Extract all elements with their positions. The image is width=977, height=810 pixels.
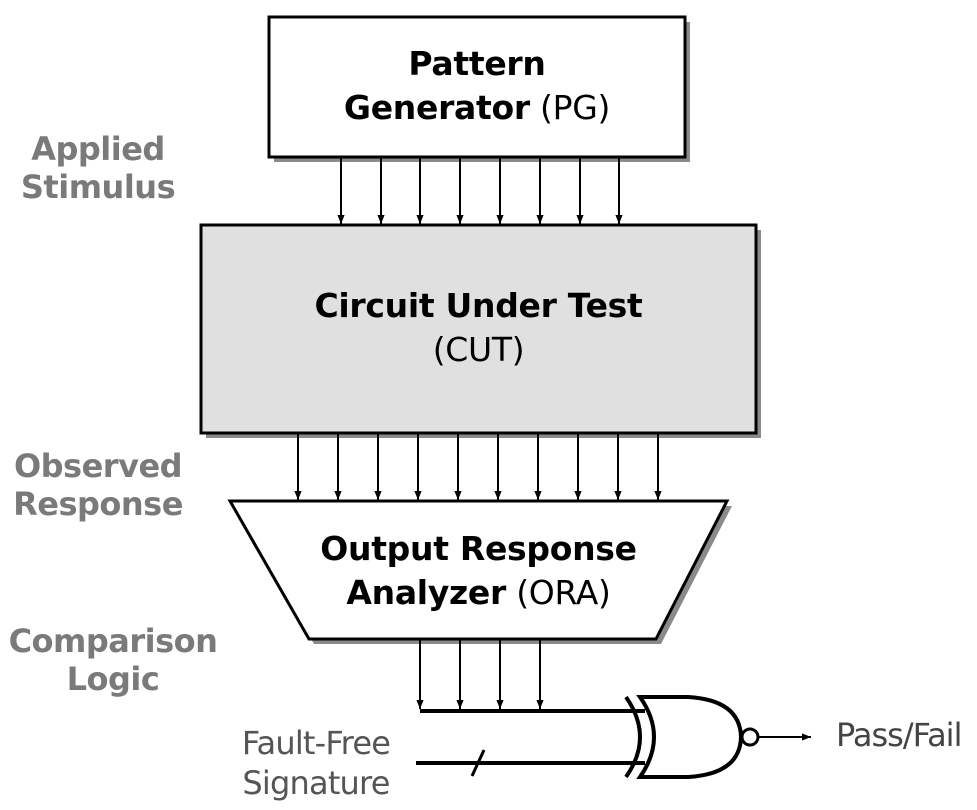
ora-title-line1: Output Response	[320, 529, 637, 568]
applied-stimulus-label: Applied Stimulus	[0, 130, 196, 206]
ora-title-bold: Analyzer	[346, 573, 506, 612]
observed-line2: Response	[13, 485, 183, 523]
cut-title: Circuit Under Test	[314, 286, 643, 325]
fault-free-signature-label: Fault-Free Signature	[218, 723, 414, 803]
cut-abbr: (CUT)	[432, 330, 525, 369]
observed-response-label: Observed Response	[0, 447, 196, 523]
pg-title-line1: Pattern	[408, 44, 546, 83]
circuit-under-test-label: Circuit Under Test (CUT)	[201, 284, 756, 372]
comparison-arrows	[416, 640, 544, 709]
ora-label: Output Response Analyzer (ORA)	[230, 527, 727, 615]
xnor-gate	[624, 695, 760, 779]
comparison-line1: Comparison	[8, 622, 218, 660]
comparison-line2: Logic	[66, 660, 160, 698]
pg-abbr: (PG)	[540, 88, 611, 127]
pattern-generator-label: Pattern Generator (PG)	[269, 42, 685, 130]
signature-line1: Fault-Free	[241, 724, 391, 762]
pg-title-bold: Generator	[343, 88, 530, 127]
applied-line1: Applied	[31, 130, 165, 168]
ora-abbr: (ORA)	[516, 573, 611, 612]
observed-response-arrows	[294, 434, 662, 500]
pattern-generator-box	[267, 15, 690, 162]
circuit-under-test-box	[199, 223, 761, 438]
signature-line2: Signature	[242, 764, 390, 802]
output-response-analyzer-shape	[227, 499, 732, 644]
applied-line2: Stimulus	[20, 168, 176, 206]
bus-width-slash	[470, 749, 486, 777]
observed-line1: Observed	[13, 447, 183, 485]
applied-stimulus-arrows	[337, 158, 623, 224]
comparison-logic-label: Comparison Logic	[0, 622, 226, 698]
pass-fail-label: Pass/Fail	[836, 716, 962, 754]
